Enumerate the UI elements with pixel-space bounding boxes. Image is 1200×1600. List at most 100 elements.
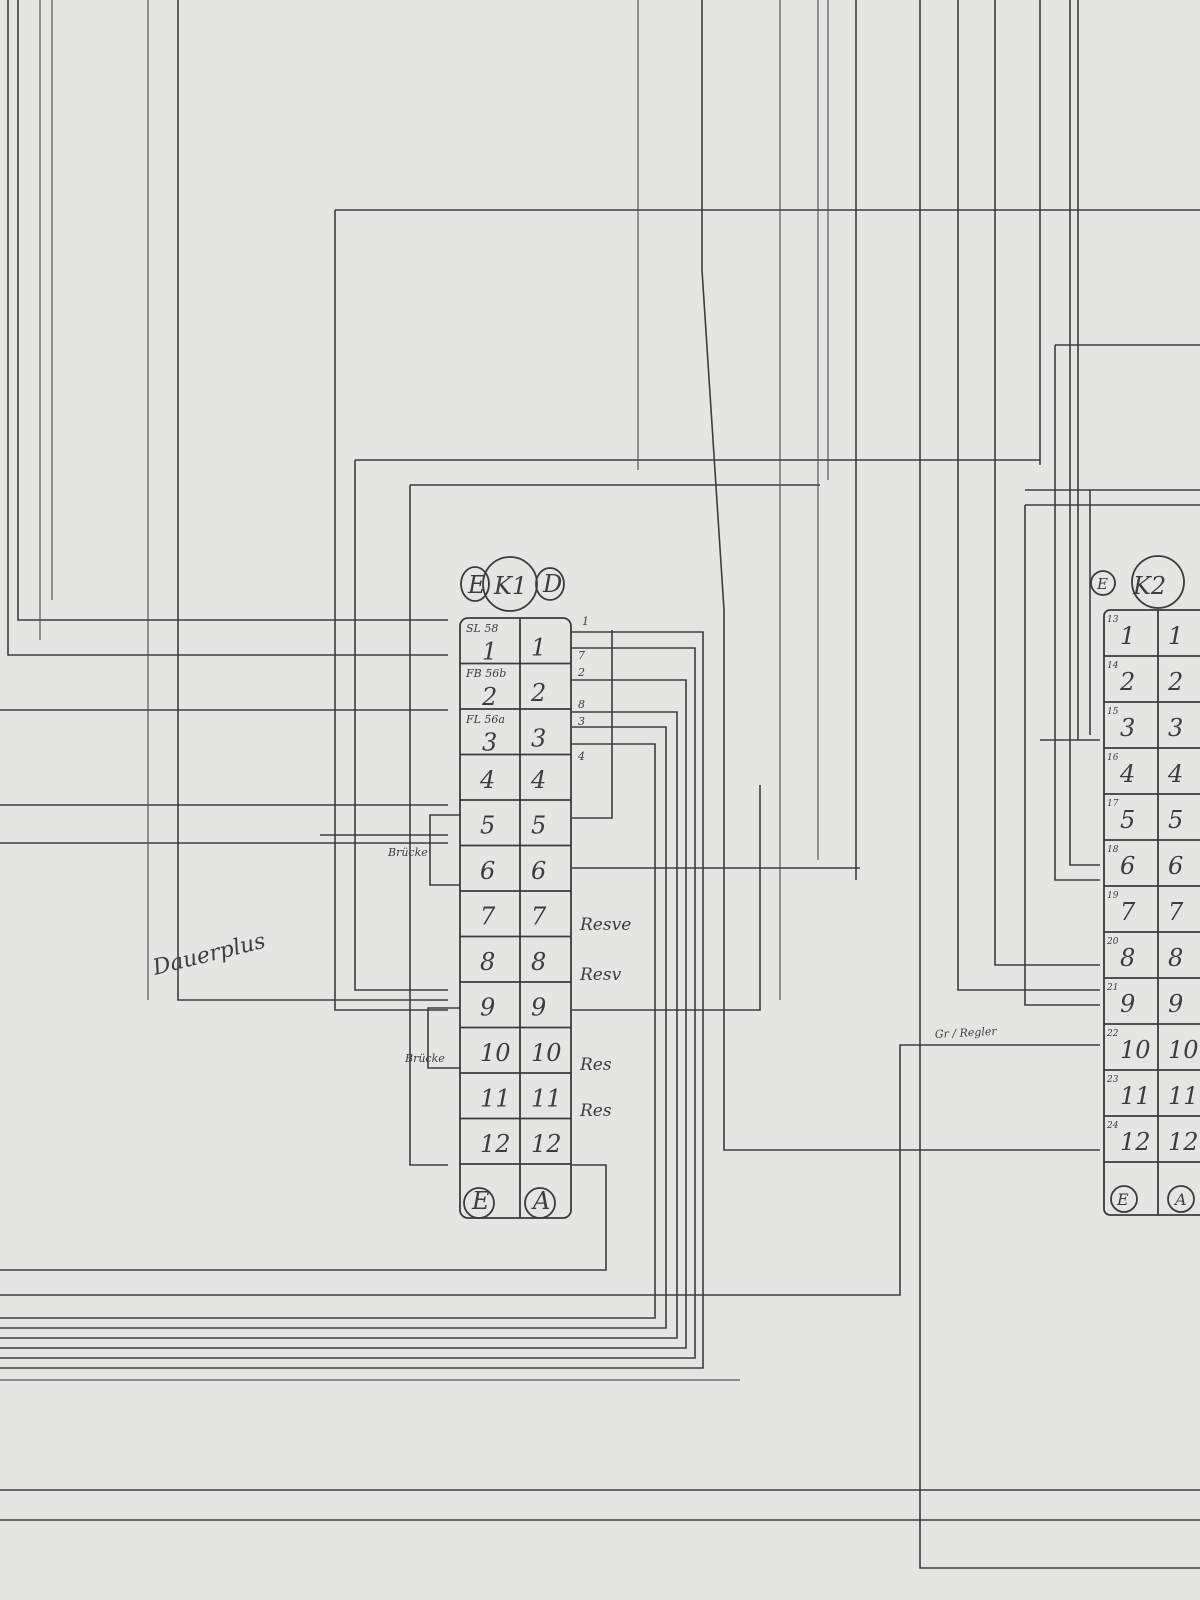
k1-right-header: D [542,570,562,598]
k2-small-number: 17 [1107,799,1119,809]
k1-right-terminal: 5 [531,812,546,840]
k1-right-terminal: 7 [531,903,547,931]
k2-small-number: 21 [1106,983,1118,993]
k1-right-terminal: 1 [531,634,546,662]
k1-right-terminal: 8 [531,948,546,976]
k2-small-number: 13 [1107,615,1119,625]
k2-left-header: E [1096,575,1108,593]
k2-footer-left: E [1116,1190,1129,1209]
k2-right-terminal: 3 [1168,714,1183,742]
k2-left-terminal: 5 [1120,806,1135,834]
k2-left-terminal: 11 [1120,1082,1151,1110]
k2-small-number: 16 [1107,753,1119,763]
k2-right-terminal: 12 [1168,1128,1199,1156]
k1-right-terminal: 12 [531,1130,562,1158]
k1-wire-mark-2: 7 [578,649,585,662]
k1-wire-mark-3: 2 [577,666,585,679]
k1-outline [459,617,572,1219]
k1-left-terminal: 4 [479,766,495,794]
k2-footer-right: A [1173,1190,1187,1209]
k2-left-terminal: 8 [1120,944,1135,972]
k2-left-terminal: 9 [1120,990,1135,1018]
k2-small-number: 22 [1106,1029,1119,1039]
k1-left-terminal: 7 [480,903,496,931]
k1-right-terminal: 4 [530,766,546,794]
k1-title: K1 [493,572,527,600]
k1-right-terminal: 2 [530,679,546,707]
k2-left-terminal: 4 [1119,760,1135,788]
k2-right-terminal: 2 [1167,668,1183,696]
k1-annotation-3: FL 56a [465,713,505,726]
k2-outline [1103,609,1200,1216]
k1-annotation-2: FB 56b [465,667,506,680]
regler-wire [0,1044,1100,1296]
k1-wire-mark-1: 1 [582,615,589,628]
bridge-label-2: Brücke [404,1052,445,1065]
k1-note-row7: Resve [579,915,631,935]
k1-left-terminal: 5 [480,812,495,840]
k1-wire-mark-5: 3 [578,715,585,728]
k2-small-number: 20 [1106,937,1119,947]
k2-right-terminal: 8 [1168,944,1183,972]
k2-right-terminal: 7 [1168,898,1184,926]
k1-wire-mark-4: 8 [578,698,585,711]
k1-right-terminal: 11 [531,1085,562,1113]
k1-left-terminal: 2 [481,683,497,711]
k1-left-terminal: 12 [480,1130,511,1158]
k2-right-terminal: 4 [1167,760,1183,788]
dauerplus-wire [177,0,448,1001]
k1-left-header-circle [460,566,490,602]
k1-annotation-1: SL 58 [466,622,498,635]
k2-small-number: 18 [1107,845,1119,855]
k2-title: K2 [1132,572,1166,600]
k2-left-terminal: 10 [1120,1036,1151,1064]
k2-small-number: 23 [1106,1075,1119,1085]
k1-note-row11: Res [579,1101,612,1121]
k2-small-number: 19 [1107,891,1119,901]
k1-left-terminal: 10 [480,1039,511,1067]
k2-small-number: 14 [1107,661,1119,671]
k2-right-terminal: 1 [1168,622,1183,650]
k1-right-terminal: 3 [531,725,546,753]
k1-right-terminal: 6 [531,857,546,885]
k1-left-terminal: 11 [480,1085,511,1113]
k1-right-terminal: 10 [531,1039,562,1067]
k1-title-circle [482,556,538,612]
k1-left-terminal: 3 [482,729,497,757]
bridge-5-6 [429,814,460,886]
k1-left-terminal: 6 [480,857,495,885]
k2-right-terminal: 11 [1168,1082,1199,1110]
k1-right-terminal: 9 [531,994,546,1022]
k1-left-terminal: 9 [480,994,495,1022]
k1-note-row10: Res [579,1055,612,1075]
regler-label: Gr / Regler [934,1025,997,1041]
k1-wire-mark-6: 4 [577,750,585,763]
k2-left-terminal: 7 [1120,898,1136,926]
k1-right-header-circle [535,567,565,601]
k2-small-number: 24 [1106,1121,1119,1131]
k1-left-header: E [467,571,486,599]
k2-left-terminal: 12 [1120,1128,1151,1156]
bridge-9-10 [427,1007,460,1069]
k2-small-number: 15 [1107,707,1119,717]
k2-row12-wire [701,0,1100,1151]
bridge-label-1: Brücke [387,846,428,859]
k2-left-terminal: 2 [1119,668,1135,696]
k2-right-terminal: 9 [1168,990,1183,1018]
k2-right-terminal: 5 [1168,806,1183,834]
k2-left-terminal: 1 [1120,622,1135,650]
k1-footer-left: E [471,1187,490,1215]
k2-left-terminal: 3 [1120,714,1135,742]
k2-left-terminal: 6 [1120,852,1135,880]
k1-left-terminal: 1 [482,638,497,666]
k1-left-terminal: 8 [480,948,495,976]
k1-footer-right: A [531,1187,550,1215]
k2-right-terminal: 6 [1168,852,1183,880]
k2-right-terminal: 10 [1168,1036,1199,1064]
k1-note-row8: Resv [579,965,622,985]
